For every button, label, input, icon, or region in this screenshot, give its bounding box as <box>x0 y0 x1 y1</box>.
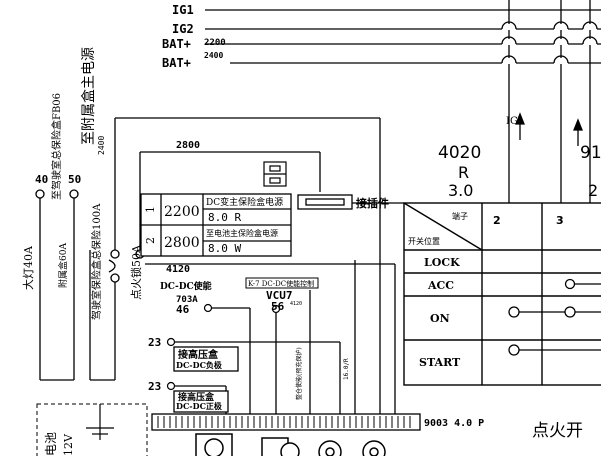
num-40: 40 <box>35 173 48 186</box>
big-value-30: 3.0 <box>448 181 473 200</box>
relay-icon <box>263 161 287 187</box>
bus-bat1-label: BAT+ <box>162 37 191 51</box>
battery-frame <box>36 403 148 456</box>
table-col-2: 2 <box>493 214 501 227</box>
left-wiring <box>39 117 404 416</box>
label-cab-fuse-box: 驾驶室保险盒总保险100A <box>90 203 103 320</box>
hv-box2-line1: 接高压盒 <box>178 391 215 403</box>
crossover-humps <box>501 21 598 64</box>
vcu-label: VCU7 <box>266 289 293 302</box>
fuse-terminals <box>35 189 145 283</box>
switch-table-grid <box>403 202 601 386</box>
connector-code: 9003 4.0 P <box>424 418 484 429</box>
label-to-aux-power: 至附属盒主电源 <box>80 47 97 145</box>
wire-legend-table <box>140 193 292 257</box>
vertical-16r: 16.0/R <box>343 358 350 380</box>
label-to-cab-fuse: 至驾驶室总保险盒FB06 <box>50 93 63 200</box>
connector-label: 接插件 <box>356 196 389 210</box>
table-col-3: 3 <box>556 214 564 227</box>
dcdc-terminals <box>166 303 281 391</box>
legend-row2-index: 2 <box>144 237 157 244</box>
fuse-symbol <box>108 259 116 273</box>
pin-703a: 703A <box>176 295 198 305</box>
pin-23-bottom: 23 <box>148 380 161 393</box>
switch-connections <box>518 283 601 351</box>
legend-row1-index: 1 <box>144 206 157 213</box>
dcdc-enable-label: DC-DC使能 <box>160 280 212 292</box>
ig1-arrow-icon <box>515 112 583 146</box>
label-aux-box: 附属盒60A <box>57 243 69 288</box>
ig1-arrow-label: IG1 <box>506 116 524 127</box>
bus-lines <box>205 0 601 205</box>
big-number-4020: 4020 <box>438 143 481 163</box>
pin-56: 56 <box>271 300 285 313</box>
partial-number-91: 91 <box>580 143 601 163</box>
big-letter-r: R <box>458 163 469 182</box>
table-row-lock: LOCK <box>424 256 460 269</box>
vertical-precharge: 整仓使能(预充保护) <box>295 347 303 400</box>
legend-row2-wire: 2800 <box>164 235 200 251</box>
legend-row2-spec: 8.0 W <box>208 242 241 255</box>
label-ignition-lock: 点火锁50A <box>129 244 143 300</box>
connector-icon <box>297 194 353 210</box>
bus-bat2-label: BAT+ <box>162 56 191 70</box>
ignition-title: 点火开 <box>532 421 583 441</box>
hv-box2-line2: DC-DC正极 <box>176 401 222 411</box>
wire-2400-vertical: 2400 <box>97 136 106 155</box>
table-header-position: 开关位置 <box>408 236 440 246</box>
bus-wire-2400: 2400 <box>204 51 223 60</box>
legend-row1-wire: 2200 <box>164 204 200 220</box>
table-row-on: ON <box>430 312 450 325</box>
table-row-acc: ACC <box>427 279 454 292</box>
table-row-start: START <box>419 356 461 369</box>
bus-ig1-label: IG1 <box>172 3 194 17</box>
round-plugs <box>195 433 386 456</box>
wire-4120-label: 4120 <box>166 264 190 275</box>
partial-value-2: 2 <box>588 181 598 200</box>
hv-box1-line2: DC-DC负极 <box>176 360 222 370</box>
bus-ig2-label: IG2 <box>172 22 194 36</box>
legend-row1-desc: DC变主保险盒电源 <box>206 196 283 208</box>
vcu-label-box <box>245 277 319 289</box>
battery-label: 电池 <box>44 432 58 456</box>
switch-contact-dots <box>508 278 576 356</box>
dcdc-wiring <box>175 260 356 416</box>
bus-wire-2200: 2200 <box>204 38 226 48</box>
num-50: 50 <box>68 173 81 186</box>
table-header-terminal: 端子 <box>452 211 468 221</box>
bottom-connector <box>151 413 421 431</box>
battery-voltage: 12V <box>62 433 75 456</box>
hv-box1-line1: 接高压盒 <box>178 348 219 361</box>
hv-box-frames <box>173 346 239 413</box>
dcdc-control-label: K-7 DC-DC使能控制 <box>248 279 314 288</box>
wire-2800-label: 2800 <box>176 140 200 151</box>
vcu-sub-4120: 4120 <box>290 301 302 307</box>
pin-46: 46 <box>176 303 190 316</box>
legend-row1-spec: 8.0 R <box>208 211 241 224</box>
pin-23-top: 23 <box>148 336 161 349</box>
battery-symbol <box>86 404 114 440</box>
label-headlamp: 大灯40A <box>21 245 35 290</box>
legend-row2-desc: 至电池主保险盒电源 <box>206 228 278 238</box>
